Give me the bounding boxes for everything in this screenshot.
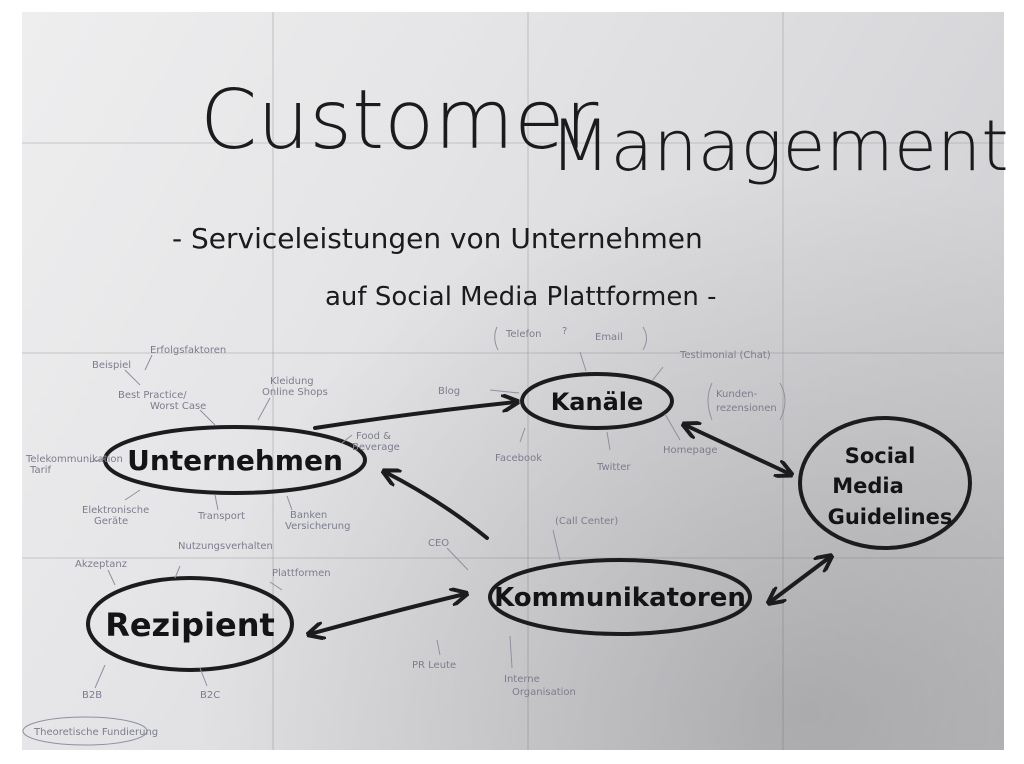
note-erfolgsfaktoren: Erfolgsfaktoren [150,345,226,356]
connector [606,431,611,451]
connector [174,565,181,579]
note-kunden-1: Kunden- [716,389,758,400]
node-unternehmen: Unternehmen [127,444,343,477]
node-unternehmen-oval [103,425,367,495]
node-social-line-3: Guidelines [828,505,953,529]
connector [199,667,208,687]
bracket [707,382,713,421]
fold-line [22,557,1004,559]
note-testimonial: Testimonial (Chat) [679,350,771,361]
node-kanaele-oval [520,372,674,430]
bracket [779,382,786,421]
note-kleidung-1: Kleidung [270,376,314,387]
node-social-line-2: Media [832,474,904,498]
arrow-kommunikatoren-social [770,557,830,602]
note-kunden-2: rezensionen [716,403,777,414]
note-transport: Transport [197,511,245,522]
subtitle-line-1: - Serviceleistungen von Unternehmen [172,222,703,255]
connector [579,351,587,372]
note-kleidung-2: Online Shops [262,387,328,398]
note-banken-2: Versicherung [285,521,350,532]
node-kommunikatoren-oval [488,558,752,636]
node-social-line-1: Social [845,444,916,468]
note-food-2: Beverage [352,442,400,453]
connector [199,409,216,426]
note-ceo: CEO [428,538,449,549]
connector [257,397,271,421]
arrow-kommunikatoren-to-unternehmen [385,472,489,540]
bracket [494,326,499,351]
connector [519,427,526,443]
connector [94,664,106,689]
note-telekommunikation-2: Tarif [29,465,51,476]
note-b2b: B2B [82,690,102,701]
node-kanaele: Kanäle [551,388,644,416]
node-rezipient-oval [86,576,294,672]
paper-sheet [22,12,1004,750]
note-interne-2: Organisation [512,687,576,698]
note-plattformen: Plattformen [272,568,331,579]
fold-line [782,12,784,750]
note-b2c: B2C [200,690,220,701]
arrow-rezipient-kommunikatoren [310,594,465,634]
connector [664,413,681,441]
connector [89,458,106,463]
theoretische-fundierung-oval [22,716,148,746]
note-telekommunikation-1: Telekommunikation [25,454,123,465]
note-call-center: (Call Center) [555,516,618,527]
note-blog: Blog [438,386,460,397]
connector [489,389,520,394]
bracket [642,326,647,351]
note-elektronische-2: Geräte [94,516,128,527]
node-social-media-oval [798,416,972,550]
node-rezipient: Rezipient [105,606,275,644]
note-best-practice-2: Worst Case [150,401,206,412]
connector [214,494,219,511]
note-pr-leute: PR Leute [412,660,456,671]
connector [446,547,469,571]
arrow-kanaele-social [685,425,790,474]
note-telefon: Telefon [505,329,541,340]
note-facebook: Facebook [495,453,542,464]
connector [509,635,513,669]
connector [124,489,141,501]
note-homepage: Homepage [663,445,718,456]
connector [436,639,441,656]
note-email: Email [595,332,623,343]
note-interne-1: Interne [504,674,540,685]
connector [269,581,283,591]
connector [552,529,561,561]
node-kommunikatoren: Kommunikatoren [494,583,746,613]
arrow-unternehmen-to-kanaele [313,402,516,430]
connector [107,569,116,586]
connector [651,366,664,382]
title-management: Management [550,105,1009,187]
note-best-practice-1: Best Practice/ [118,390,187,401]
fold-line [22,142,1004,144]
connector [286,495,293,511]
fold-line [22,352,1004,354]
fold-line [527,12,529,750]
note-food-1: Food & [356,431,391,442]
subtitle-line-2: auf Social Media Plattformen - [325,282,717,312]
fold-line [272,12,274,750]
title-customer: Customer [200,73,599,168]
note-banken-1: Banken [290,510,327,521]
connector [144,354,153,371]
note-nutzungsverhalten: Nutzungsverhalten [178,541,273,552]
note-twitter: Twitter [596,462,631,473]
note-elektronische-1: Elektronische [82,505,149,516]
note-theoretische-fundierung: Theoretische Fundierung [33,727,158,738]
note-akzeptanz: Akzeptanz [75,559,127,570]
connector [124,369,141,386]
connector [341,434,353,444]
note-question: ? [562,326,567,337]
note-beispiel: Beispiel [92,360,131,371]
